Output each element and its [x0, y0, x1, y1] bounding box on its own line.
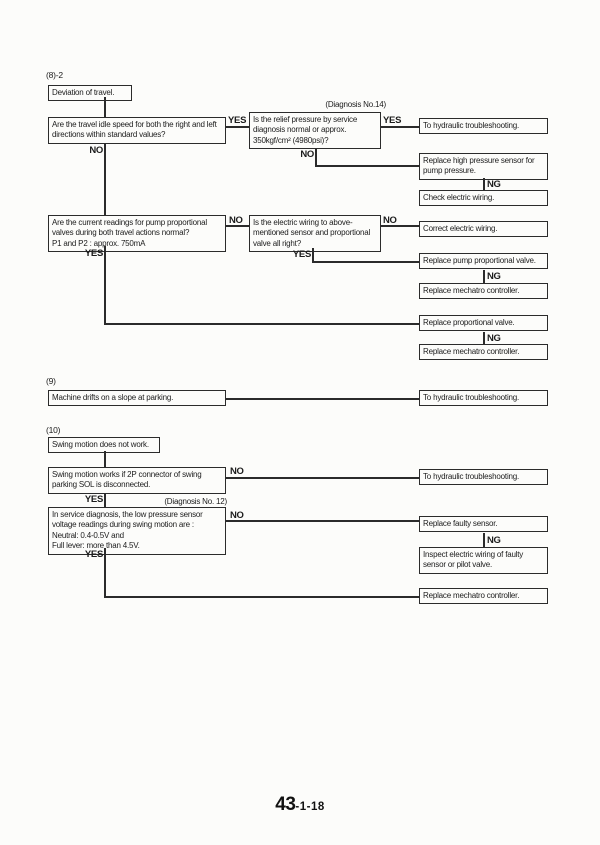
- decision-relief-pressure: Is the relief pressure by service diagno…: [249, 112, 381, 150]
- section-9-label: (9): [46, 376, 56, 386]
- yes-label: YES: [84, 549, 103, 560]
- result-inspect-electric-wiring: Inspect electric wiring of faulty sensor…: [419, 547, 548, 574]
- connector-hline: [381, 126, 419, 128]
- decision-travel-idle-speed: Are the travel idle speed for both the r…: [48, 117, 226, 144]
- ng-label: NG: [487, 179, 501, 190]
- result-hydraulic-troubleshooting: To hydraulic troubleshooting.: [419, 390, 548, 407]
- no-label: NO: [230, 510, 244, 521]
- connector-vline: [104, 246, 106, 324]
- connector-hline: [381, 225, 419, 227]
- page-number-suffix: -1-18: [295, 801, 325, 813]
- start-box-machine-drifts: Machine drifts on a slope at parking.: [48, 390, 226, 407]
- connector-hline: [226, 126, 249, 128]
- connector-hline: [226, 225, 249, 227]
- connector-vline: [104, 451, 106, 467]
- decision-low-pressure-sensor-voltage: In service diagnosis, the low pressure s…: [48, 507, 226, 555]
- connector-hline: [226, 520, 419, 522]
- no-label: NO: [300, 149, 314, 160]
- connector-hline: [226, 398, 419, 400]
- result-hydraulic-troubleshooting: To hydraulic troubleshooting.: [419, 469, 548, 486]
- result-replace-proportional-valve: Replace proportional valve.: [419, 315, 548, 332]
- decision-electric-wiring: Is the electric wiring to above-mentione…: [249, 215, 381, 253]
- no-label: NO: [229, 215, 243, 226]
- section-10-label: (10): [46, 425, 61, 435]
- yes-label: YES: [383, 115, 402, 126]
- ng-label: NG: [487, 271, 501, 282]
- ng-label: NG: [487, 535, 501, 546]
- connector-vline: [483, 533, 485, 548]
- connector-hline: [315, 165, 419, 167]
- ng-label: NG: [487, 333, 501, 344]
- yes-label: YES: [84, 494, 103, 505]
- no-label: NO: [230, 466, 244, 477]
- yes-label: YES: [84, 248, 103, 259]
- decision-swing-2p-connector: Swing motion works if 2P connector of sw…: [48, 467, 226, 494]
- connector-vline: [104, 548, 106, 597]
- section-8-2-label: (8)-2: [46, 70, 63, 80]
- diagnosis-no14-note: (Diagnosis No.14): [325, 100, 386, 109]
- result-replace-pump-proportional-valve: Replace pump proportional valve.: [419, 253, 548, 270]
- connector-hline: [226, 477, 419, 479]
- connector-hline: [312, 261, 419, 263]
- connector-vline: [104, 143, 106, 216]
- result-hydraulic-troubleshooting: To hydraulic troubleshooting.: [419, 118, 548, 135]
- no-label: NO: [383, 215, 397, 226]
- connector-vline: [104, 97, 106, 118]
- connector-vline: [483, 270, 485, 284]
- result-replace-mechatro-controller: Replace mechatro controller.: [419, 283, 548, 300]
- start-box-swing-motion: Swing motion does not work.: [48, 437, 160, 454]
- result-check-electric-wiring: Check electric wiring.: [419, 190, 548, 207]
- connector-hline: [104, 596, 419, 598]
- connector-vline: [483, 178, 485, 191]
- result-correct-electric-wiring: Correct electric wiring.: [419, 221, 548, 238]
- no-label: NO: [89, 145, 103, 156]
- connector-vline: [312, 248, 314, 262]
- connector-vline: [104, 493, 106, 508]
- connector-vline: [315, 148, 317, 166]
- connector-hline: [104, 323, 419, 325]
- yes-label: YES: [292, 249, 311, 260]
- yes-label: YES: [228, 115, 247, 126]
- result-replace-faulty-sensor: Replace faulty sensor.: [419, 516, 548, 533]
- page-number-chapter: 43: [275, 794, 296, 815]
- result-replace-high-pressure-sensor: Replace high pressure sensor for pump pr…: [419, 153, 548, 180]
- diagnosis-no12-note: (Diagnosis No. 12): [164, 497, 227, 506]
- decision-pump-current-readings: Are the current readings for pump propor…: [48, 215, 226, 253]
- start-box-deviation-of-travel: Deviation of travel.: [48, 85, 132, 102]
- connector-vline: [483, 332, 485, 345]
- result-replace-mechatro-controller: Replace mechatro controller.: [419, 344, 548, 361]
- page-number: 43-1-18: [0, 794, 600, 816]
- result-replace-mechatro-controller: Replace mechatro controller.: [419, 588, 548, 605]
